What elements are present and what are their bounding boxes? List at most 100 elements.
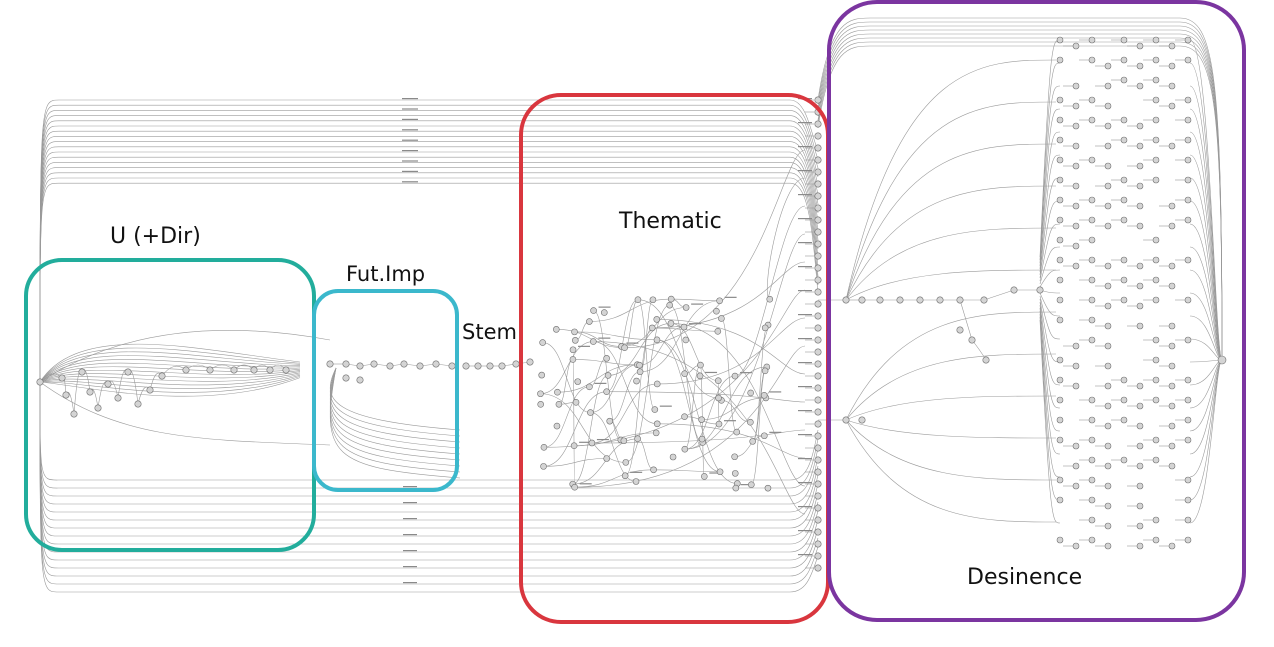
state-node — [1056, 316, 1064, 324]
state-node — [1136, 82, 1144, 90]
state-node — [1088, 116, 1096, 124]
edge — [39, 347, 301, 383]
state-node — [1120, 416, 1128, 424]
state-node — [1120, 396, 1128, 404]
state-node — [158, 372, 166, 380]
state-node — [62, 391, 70, 399]
state-node — [603, 355, 610, 362]
state-node — [1184, 496, 1192, 504]
state-node — [814, 300, 822, 308]
state-node — [681, 445, 689, 453]
state-node — [1056, 356, 1064, 364]
edge — [1189, 359, 1223, 363]
state-node — [1184, 136, 1192, 144]
state-node — [1136, 42, 1144, 50]
state-node — [667, 320, 675, 327]
edge-label-mark — [598, 306, 611, 308]
edge-label-mark — [626, 342, 639, 344]
state-node — [748, 481, 755, 488]
edge — [817, 41, 1223, 361]
state-node — [1152, 256, 1160, 264]
edge — [589, 298, 672, 322]
state-node — [876, 296, 884, 304]
edge — [330, 367, 461, 479]
state-node — [680, 323, 688, 331]
state-node — [682, 304, 690, 311]
state-node — [814, 552, 822, 560]
state-node — [146, 386, 154, 394]
edge — [39, 151, 819, 381]
edge — [39, 369, 301, 383]
state-node — [1136, 442, 1144, 450]
state-node — [814, 168, 822, 176]
state-node — [1056, 396, 1064, 404]
state-node — [980, 296, 988, 304]
edge — [39, 381, 819, 553]
edge-label-mark — [689, 323, 702, 325]
state-node — [1120, 36, 1128, 44]
edge — [717, 380, 720, 425]
state-node — [1104, 402, 1112, 410]
state-node — [1088, 456, 1096, 464]
state-node — [1088, 236, 1096, 244]
state-node — [764, 484, 772, 492]
state-node — [858, 296, 866, 304]
edge — [817, 37, 1223, 361]
state-node — [1184, 116, 1192, 124]
state-node — [1072, 202, 1080, 210]
edge-label-mark — [402, 170, 418, 172]
edge — [817, 33, 1223, 361]
edge — [751, 366, 768, 485]
edge — [657, 317, 806, 385]
state-node — [814, 540, 822, 548]
edge — [39, 125, 819, 381]
edge-label-mark — [402, 160, 418, 162]
edge-label-mark — [709, 472, 722, 474]
edge-label-mark — [402, 139, 418, 141]
edge — [1039, 307, 1061, 432]
state-node — [896, 296, 904, 304]
state-node — [1168, 342, 1176, 350]
state-node — [1152, 516, 1160, 524]
edge — [845, 143, 1057, 301]
state-node — [282, 366, 290, 374]
state-node — [1136, 162, 1144, 170]
edge — [734, 435, 765, 458]
edge-label-mark — [798, 506, 812, 508]
state-node — [1056, 376, 1064, 384]
state-node — [604, 372, 612, 379]
state-node — [1136, 422, 1144, 430]
edge — [572, 438, 638, 485]
edge-label-mark — [403, 534, 417, 536]
edge — [39, 162, 819, 381]
edge — [656, 339, 738, 484]
edge — [39, 381, 819, 561]
edge — [39, 156, 819, 381]
state-node — [634, 435, 641, 443]
state-node — [1104, 342, 1112, 350]
edge — [1039, 154, 1061, 273]
state-node — [1104, 502, 1112, 510]
state-node — [512, 360, 520, 368]
state-node — [462, 362, 470, 370]
state-node — [1104, 302, 1112, 310]
state-node — [732, 484, 740, 492]
state-node — [36, 378, 44, 386]
state-node — [766, 295, 774, 303]
state-node — [1104, 422, 1112, 430]
edge — [161, 365, 187, 377]
edge — [670, 323, 806, 487]
state-node — [124, 368, 132, 376]
state-node — [653, 420, 661, 428]
state-node — [1088, 536, 1096, 544]
edge — [684, 375, 735, 450]
state-node — [814, 444, 822, 452]
state-node — [669, 453, 677, 461]
state-node — [814, 396, 822, 404]
state-node — [587, 409, 594, 416]
edge — [39, 373, 301, 386]
edge-label-mark — [402, 118, 418, 120]
state-node — [1168, 362, 1176, 370]
state-node — [1152, 396, 1160, 404]
